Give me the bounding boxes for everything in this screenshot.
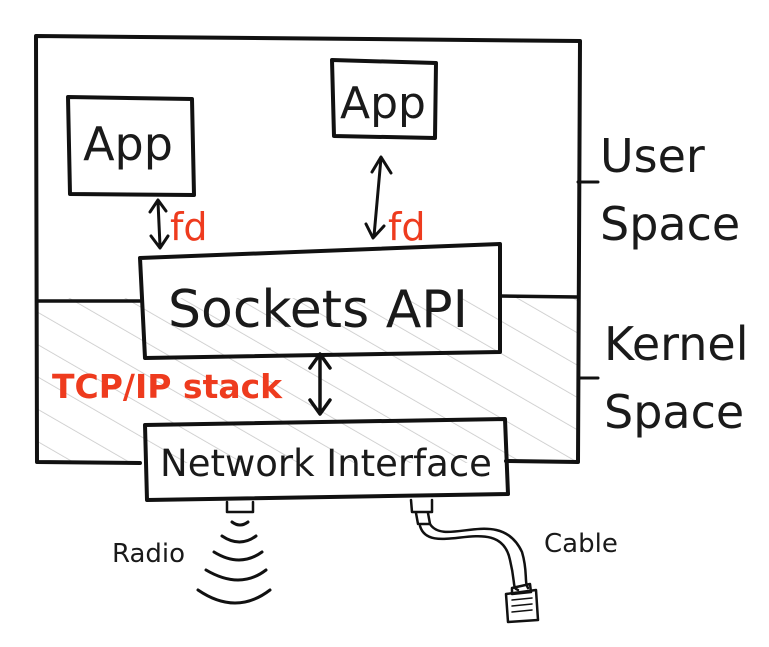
radio-waves-icon (196, 520, 272, 605)
kernel-space-label-line2: Space (604, 385, 744, 439)
sockets-api-label: Sockets API (168, 280, 468, 340)
app-left-label: App (83, 117, 173, 171)
fd-left-label: fd (170, 205, 208, 249)
network-interface-label: Network Interface (160, 442, 492, 485)
app-right-label: App (340, 78, 426, 129)
system-box (34, 34, 582, 465)
app-right-box (330, 58, 438, 140)
sockets-api-box (138, 242, 502, 360)
kernel-space-region (36, 298, 578, 463)
fd-left-arrow (148, 198, 170, 250)
fd-right-arrow (364, 155, 393, 240)
user-space-label-line1: User (600, 129, 705, 183)
user-kernel-boundary (35, 294, 580, 303)
cable-label: Cable (544, 529, 618, 559)
radio-connector (225, 500, 255, 514)
radio-label: Radio (112, 539, 185, 569)
cable-icon (409, 498, 540, 624)
fd-right-label: fd (388, 205, 426, 249)
kernel-space-label-line1: Kernel (604, 317, 749, 371)
app-left-box (66, 95, 196, 197)
user-space-label-line2: Space (600, 197, 740, 251)
tcpip-arrow (308, 352, 332, 416)
tcpip-stack-label: TCP/IP stack (52, 367, 283, 406)
network-interface-box (143, 417, 510, 502)
